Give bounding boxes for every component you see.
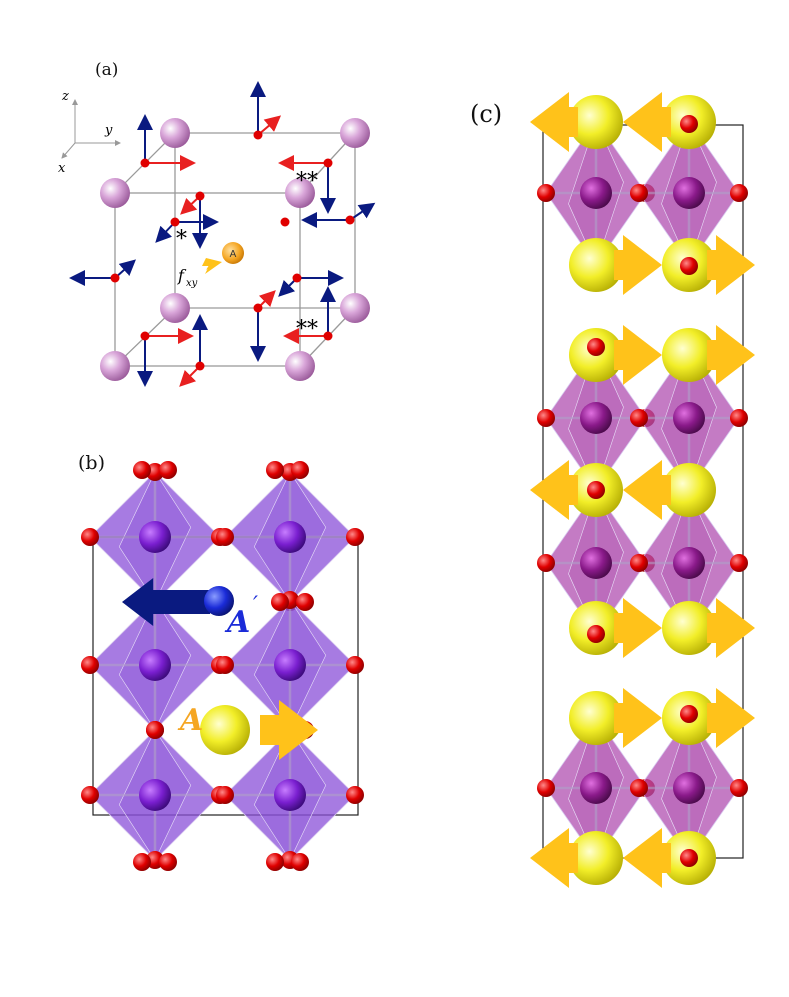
axis-y-label: y: [104, 123, 113, 138]
shift-arrow-c-0-0: [530, 92, 578, 152]
site-a-prime-label: A: [224, 605, 250, 640]
shift-arrow-c-3-0: [530, 460, 578, 520]
oxygen-b-9: [296, 593, 314, 611]
oxygen-sites-a: [110, 130, 355, 371]
star-marker-single: *: [176, 227, 187, 252]
oxygen-b-1: [159, 461, 177, 479]
a-atom-label: A: [230, 249, 237, 260]
a-site-atom-c-3-1: [662, 463, 716, 517]
octahedron-b-0: [81, 463, 229, 611]
axis-triad: [61, 99, 121, 159]
site-a-prime-mark: ′: [253, 593, 258, 618]
shift-arrow-c-1-0: [614, 235, 662, 295]
apex-oxygen-c-0: [680, 115, 698, 133]
site-a-label: A: [177, 703, 203, 738]
octahedron-b-3: [216, 591, 364, 739]
octahedron-c-0-0: [537, 112, 655, 274]
a-site-arrow: [260, 700, 318, 760]
a-site-atom-c-5-0: [569, 691, 623, 745]
apex-oxygen-c-2: [587, 338, 605, 356]
oxygen-b-3: [291, 461, 309, 479]
apex-oxygen-c-4: [587, 625, 605, 643]
a-prime-arrow: [122, 578, 210, 626]
shift-arrow-c-6-1: [623, 828, 671, 888]
axis-x-label: x: [58, 161, 66, 176]
oxygen-b-6: [266, 853, 284, 871]
a-site-atom-c-6-0: [569, 831, 623, 885]
octahedron-c-3-1: [630, 707, 748, 869]
panel-c-structure: [530, 92, 755, 888]
star-marker-double-bottom: **: [296, 317, 318, 342]
octahedron-b-1: [216, 463, 364, 611]
octahedron-c-1-0: [537, 337, 655, 499]
a-site-atom-c-2-1: [662, 328, 716, 382]
shift-arrow-c-1-1: [707, 235, 755, 295]
apex-oxygen-c-1: [680, 257, 698, 275]
shift-arrow-c-0-1: [623, 92, 671, 152]
oxygen-b-8: [271, 593, 289, 611]
force-label: f: [177, 266, 187, 285]
force-subscript: xy: [186, 278, 198, 289]
a-site-atom-b: [200, 705, 250, 755]
apex-oxygen-c-5: [680, 705, 698, 723]
oxygen-b-2: [266, 461, 284, 479]
shift-arrow-c-2-0: [614, 325, 662, 385]
b-site-atoms: [100, 118, 370, 381]
star-marker-double-top: **: [296, 169, 318, 194]
oxygen-b-4: [133, 853, 151, 871]
a-site-atom-c-0-0: [569, 95, 623, 149]
apex-oxygen-c-6: [680, 849, 698, 867]
a-site-atom-c-4-1: [662, 601, 716, 655]
panel-b-label: (b): [78, 452, 105, 474]
octahedron-b-5: [216, 721, 364, 869]
octahedron-b-4: [81, 721, 229, 869]
displacement-vectors: [69, 81, 376, 387]
oxygen-b-0: [133, 461, 151, 479]
panel-a-diagram: [61, 81, 376, 387]
shift-arrow-c-4-0: [614, 598, 662, 658]
panel-a-label: (a): [95, 60, 119, 80]
panel-b-structure: [81, 461, 364, 871]
shift-arrow-c-4-1: [707, 598, 755, 658]
shift-arrow-c-2-1: [707, 325, 755, 385]
shift-arrow-c-6-0: [530, 828, 578, 888]
oxygen-b-7: [291, 853, 309, 871]
panel-c-label: (c): [470, 100, 503, 128]
shift-arrow-c-3-1: [623, 460, 671, 520]
a-site-atom-c-1-0: [569, 238, 623, 292]
axis-z-label: z: [61, 89, 69, 104]
a-site-atom: [222, 242, 244, 264]
a-prime-atom: [204, 586, 234, 616]
apex-oxygen-c-3: [587, 481, 605, 499]
oxygen-b-5: [159, 853, 177, 871]
shift-arrow-c-5-0: [614, 688, 662, 748]
shift-arrow-c-5-1: [707, 688, 755, 748]
